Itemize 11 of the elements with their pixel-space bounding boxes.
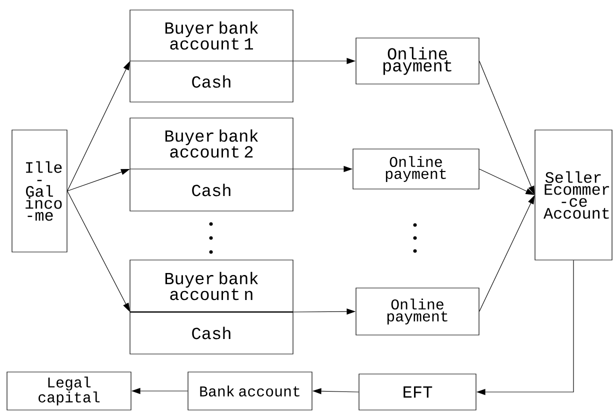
process-box: Online payment: [356, 288, 480, 336]
process-box: Bank account: [188, 372, 312, 410]
process-box: Seller Ecommer -ce Account: [534, 130, 612, 260]
process-box: EFT: [358, 374, 476, 410]
process-box: Online payment: [352, 148, 480, 190]
account-box: Buyer bank account n Cash: [130, 260, 294, 354]
account-box: Buyer bank account 1 Cash: [130, 10, 294, 102]
account-box: Buyer bank account 2 Cash: [130, 118, 294, 212]
process-box: Legal capital: [6, 372, 132, 410]
process-box: Ille -Gal inco -me: [12, 130, 68, 252]
process-box: Online payment: [356, 38, 480, 84]
